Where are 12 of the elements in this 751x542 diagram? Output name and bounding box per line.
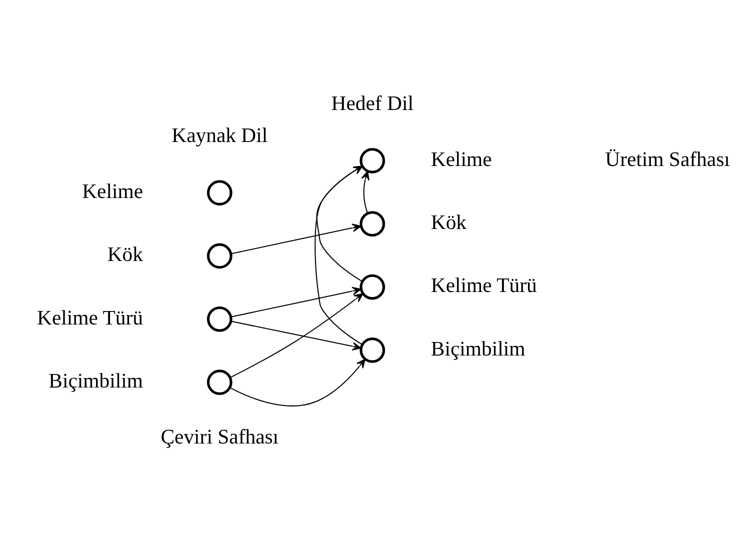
label: Hedef Dil (330, 92, 413, 114)
node-label: Biçimbilim (430, 338, 525, 360)
node-label: Kelime Türü (36, 306, 143, 329)
node-label: Kelime Türü (430, 274, 536, 297)
node-label: Kök (106, 244, 143, 266)
node-label: Kök (430, 212, 466, 234)
node-label: Biçimbilim (48, 370, 143, 392)
label: Üretim Safhası (604, 148, 730, 170)
node-label: Kelime (430, 148, 492, 170)
label: Kaynak Dil (171, 124, 268, 147)
node-label: Kelime (82, 180, 143, 202)
label: Çeviri Safhası (160, 426, 278, 448)
